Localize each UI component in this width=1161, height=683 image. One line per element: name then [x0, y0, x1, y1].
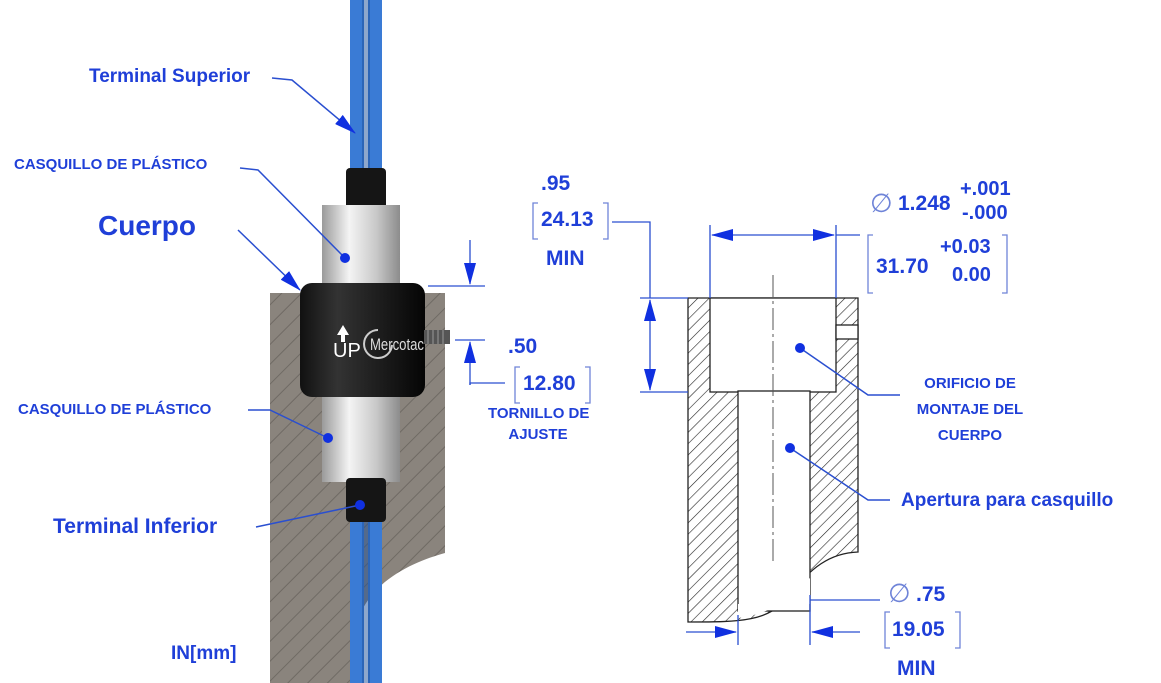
logo-up: UP [333, 340, 361, 362]
up-arrow-icon [337, 325, 349, 342]
body [300, 283, 425, 397]
label-mounting-hole-line2: MONTAJE DEL [916, 401, 1024, 418]
label-terminal-superior: Terminal Superior [89, 66, 251, 87]
bore-tolerance-plus-in: +.001 [960, 178, 1011, 200]
bore-tolerance-minus-mm: 0.00 [952, 264, 991, 286]
upper-terminal-collar [346, 168, 386, 210]
screw-mm: 12.80 [523, 372, 576, 395]
bore-tolerance-plus-mm: +0.03 [940, 236, 991, 258]
label-mounting-hole-line3: CUERPO [937, 427, 1003, 444]
label-mounting-hole-line1: ORIFICIO DE [924, 375, 1016, 392]
label-body: Cuerpo [98, 210, 196, 241]
bore-tolerance-minus-in: -.000 [962, 202, 1008, 224]
height-mm: 24.13 [541, 208, 594, 231]
label-sleeve-aperture: Apertura para casquillo [901, 490, 1114, 511]
label-adjust-screw: TORNILLO DE AJUSTE [488, 405, 590, 443]
height-inches: .95 [541, 172, 571, 195]
aperture-inches: .75 [916, 583, 946, 606]
label-plastic-sleeve-top: CASQUILLO DE PLÁSTICO [14, 156, 208, 173]
mm-brackets [514, 202, 1008, 649]
label-adjust-screw-line2: AJUSTE [508, 426, 568, 443]
diameter-symbol: ∅ [870, 188, 893, 218]
aperture-diameter-symbol: ∅ [888, 578, 911, 608]
screw-inches: .50 [508, 335, 538, 358]
label-mounting-hole: ORIFICIO DE MONTAJE DEL CUERPO [900, 371, 1040, 449]
units-label: IN[mm] [171, 643, 237, 664]
bore-inches: 1.248 [898, 192, 951, 215]
lower-terminal-collar [346, 478, 386, 522]
logo-brand: Mercotac [370, 335, 424, 354]
bore-mm: 31.70 [876, 255, 929, 278]
label-plastic-sleeve-bottom: CASQUILLO DE PLÁSTICO [18, 401, 212, 418]
lower-plastic-sleeve [322, 392, 400, 482]
sleeve-aperture [737, 390, 811, 612]
aperture-mm: 19.05 [892, 618, 945, 641]
logo-swirl-icon [363, 329, 393, 359]
aperture-min-note: MIN [897, 657, 936, 680]
height-min-note: MIN [546, 247, 585, 270]
screw-hole [835, 324, 859, 340]
label-adjust-screw-line1: TORNILLO DE [488, 405, 590, 422]
label-terminal-inferior: Terminal Inferior [53, 515, 218, 538]
